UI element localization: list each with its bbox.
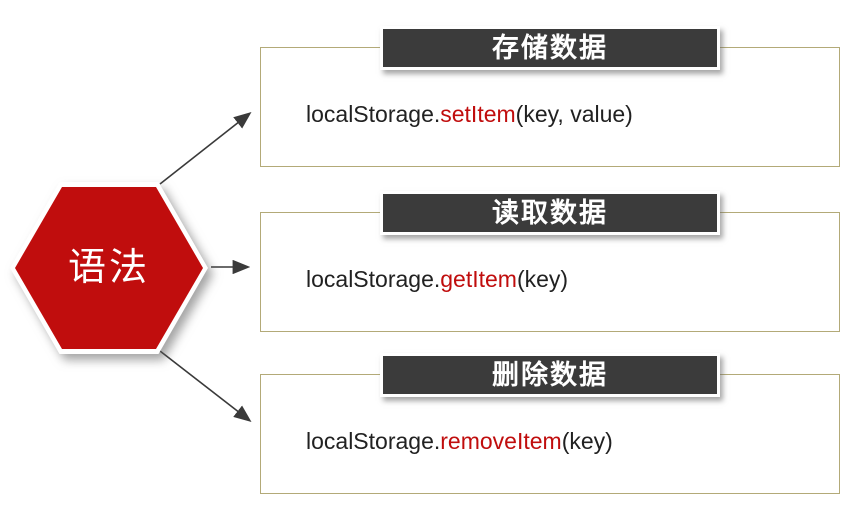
code-args: (key, value): [515, 100, 633, 127]
code-method: getItem: [440, 265, 517, 292]
read-data-box: 读取数据 localStorage.getItem(key): [260, 191, 840, 332]
store-data-header-label: 存储数据: [492, 32, 608, 63]
arrow-to-remove: [159, 350, 252, 422]
store-data-header: 存储数据: [380, 26, 720, 70]
arrow-to-store: [159, 112, 252, 185]
read-data-header: 读取数据: [380, 191, 720, 235]
hexagon-label: 语法: [67, 247, 150, 289]
remove-data-box: 删除数据 localStorage.removeItem(key): [260, 353, 840, 494]
code-prefix: localStorage.: [306, 427, 441, 454]
code-method: setItem: [440, 100, 516, 127]
remove-data-header-label: 删除数据: [492, 359, 608, 390]
read-data-header-label: 读取数据: [492, 197, 608, 228]
code-args: (key): [561, 427, 613, 454]
code-method: removeItem: [440, 427, 562, 454]
store-data-code: localStorage.setItem(key, value): [306, 48, 829, 166]
store-data-box: 存储数据 localStorage.setItem(key, value): [260, 26, 840, 167]
code-args: (key): [516, 265, 569, 292]
remove-data-code: localStorage.removeItem(key): [306, 375, 829, 493]
read-data-code: localStorage.getItem(key): [306, 213, 829, 331]
code-prefix: localStorage.: [306, 100, 441, 127]
hexagon-node: 语法: [10, 182, 208, 354]
code-prefix: localStorage.: [306, 265, 441, 292]
remove-data-header: 删除数据: [380, 353, 720, 397]
